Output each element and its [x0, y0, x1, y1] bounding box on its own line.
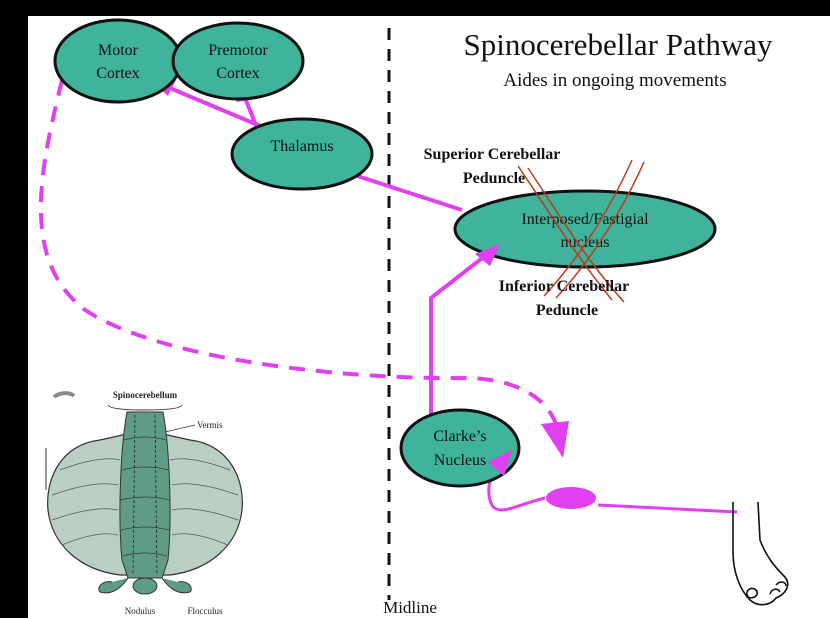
diagram-subtitle: Aides in ongoing movements — [503, 70, 726, 91]
vermis-label: Vermis — [197, 420, 223, 430]
motor-cortex-node: Motor Cortex — [53, 18, 183, 104]
clarkes-to-cerebellum-tract — [429, 250, 492, 430]
premotor-cortex-node: Premotor Cortex — [171, 21, 305, 101]
clarkes-label-line2: Nucleus — [434, 452, 486, 469]
peduncle-cross-lines — [517, 159, 645, 303]
thalamus-label: Thalamus — [270, 138, 333, 155]
diagram-title: Spinocerebellar Pathway — [463, 27, 773, 62]
premotor-cortex-label-line1: Premotor — [208, 42, 268, 59]
thalamus-to-premotor-tract — [243, 97, 260, 131]
clarkes-tract-arrowhead-top — [475, 244, 500, 266]
spinocerebellum-label: Spinocerebellum — [113, 390, 178, 400]
cerebellum-to-thalamus-tract — [344, 170, 463, 212]
inferior-peduncle-label-line1: Inferior Cerebellar — [499, 278, 629, 295]
superior-peduncle-label-line2: Peduncle — [463, 170, 525, 187]
rotate-arrow-icon — [52, 391, 76, 399]
motor-cortex-label-line1: Motor — [98, 42, 139, 59]
clarkes-label-line1: Clarke’s — [433, 428, 486, 445]
dorsal-root-ganglion — [546, 487, 596, 509]
nodulus-label: Nodulus — [125, 606, 156, 616]
interposed-label-line1: Interposed/Fastigial — [521, 211, 649, 228]
interposed-label-line2: nucleus — [561, 234, 610, 251]
foot-illustration — [732, 501, 789, 606]
flocculus-label: Flocculus — [188, 606, 223, 616]
motor-cortex-label-line2: Cortex — [96, 65, 140, 82]
descending-dashed-pathway — [38, 79, 562, 441]
sensory-afferent-fiber — [487, 463, 738, 514]
superior-peduncle-label-line1: Superior Cerebellar — [424, 146, 561, 163]
dashed-pathway-arrowhead — [541, 421, 569, 458]
thalamus-to-motor-tract — [164, 84, 266, 130]
midline-label: Midline — [383, 598, 437, 617]
inferior-peduncle-label-line2: Peduncle — [536, 302, 598, 319]
thalamus-node: Thalamus — [230, 117, 374, 191]
afferent-arrowhead-top — [488, 450, 512, 476]
clarkes-nucleus-node: Clarke’s Nucleus — [399, 408, 521, 488]
premotor-cortex-label-line2: Cortex — [216, 65, 260, 82]
cerebellum-inset: Spinocerebellum — [45, 390, 243, 616]
